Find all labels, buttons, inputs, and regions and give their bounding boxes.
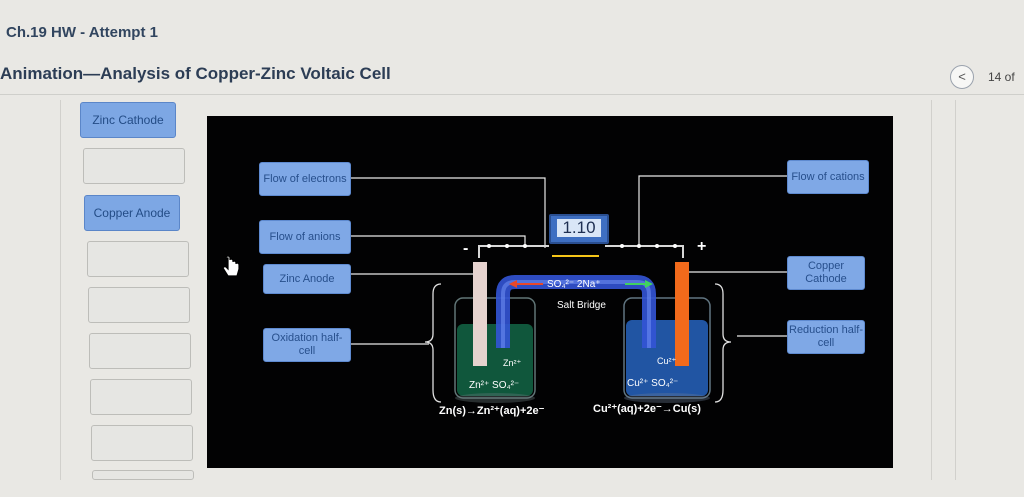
target-copper-cathode[interactable]: Copper Cathode — [787, 256, 865, 290]
assignment-title: Ch.19 HW - Attempt 1 — [6, 24, 158, 41]
empty-bank-slot — [87, 241, 189, 277]
voltaic-cell-diagram: 1.10 - + SO₄²⁻ 2Na⁺ Salt Bridge Zn²⁺ Zn²… — [207, 116, 893, 468]
zinc-ion-label: Zn²⁺ — [503, 358, 522, 368]
cell-artwork — [349, 175, 787, 403]
positive-terminal-sign: + — [697, 238, 707, 255]
target-flow-of-cations[interactable]: Flow of cations — [787, 160, 869, 194]
target-reduction-half-cell[interactable]: Reduction half-cell — [787, 320, 865, 354]
bank-label-zinc-cathode[interactable]: Zinc Cathode — [80, 102, 176, 138]
empty-bank-slot — [89, 333, 191, 369]
empty-bank-slot — [88, 287, 190, 323]
copper-ion-label: Cu²⁺ — [657, 356, 677, 366]
target-oxidation-half-cell[interactable]: Oxidation half-cell — [263, 328, 351, 362]
voltmeter: 1.10 — [549, 214, 609, 244]
bank-label-copper-anode[interactable]: Copper Anode — [84, 195, 180, 231]
left-solution-ions: Zn²⁺ SO₄²⁻ — [469, 380, 520, 391]
empty-bank-slot — [83, 148, 185, 184]
right-solution-ions: Cu²⁺ SO₄²⁻ — [627, 378, 679, 389]
salt-bridge-label: Salt Bridge — [557, 300, 606, 311]
target-flow-of-anions[interactable]: Flow of anions — [259, 220, 351, 254]
label-bank: Zinc Cathode Copper Anode — [80, 100, 194, 480]
reduction-equation: Cu²⁺(aq)+2e⁻→Cu(s) — [593, 403, 701, 415]
page-title: Animation—Analysis of Copper-Zinc Voltai… — [0, 64, 391, 83]
target-flow-of-electrons[interactable]: Flow of electrons — [259, 162, 351, 196]
right-frame-line — [955, 100, 956, 480]
voltage-readout: 1.10 — [557, 219, 601, 237]
empty-bank-slot — [91, 425, 193, 461]
previous-page-button[interactable]: < — [950, 65, 974, 89]
page-indicator: 14 of — [988, 70, 1015, 84]
negative-terminal-sign: - — [463, 240, 469, 257]
target-zinc-anode[interactable]: Zinc Anode — [263, 264, 351, 294]
hand-cursor-icon — [222, 256, 240, 277]
empty-bank-slot — [90, 379, 192, 415]
salt-bridge-ions: SO₄²⁻ 2Na⁺ — [547, 279, 601, 290]
empty-bank-slot — [92, 470, 194, 480]
content-frame — [60, 100, 932, 480]
header-divider — [0, 94, 1024, 95]
oxidation-equation: Zn(s)→Zn²⁺(aq)+2e⁻ — [439, 405, 545, 417]
